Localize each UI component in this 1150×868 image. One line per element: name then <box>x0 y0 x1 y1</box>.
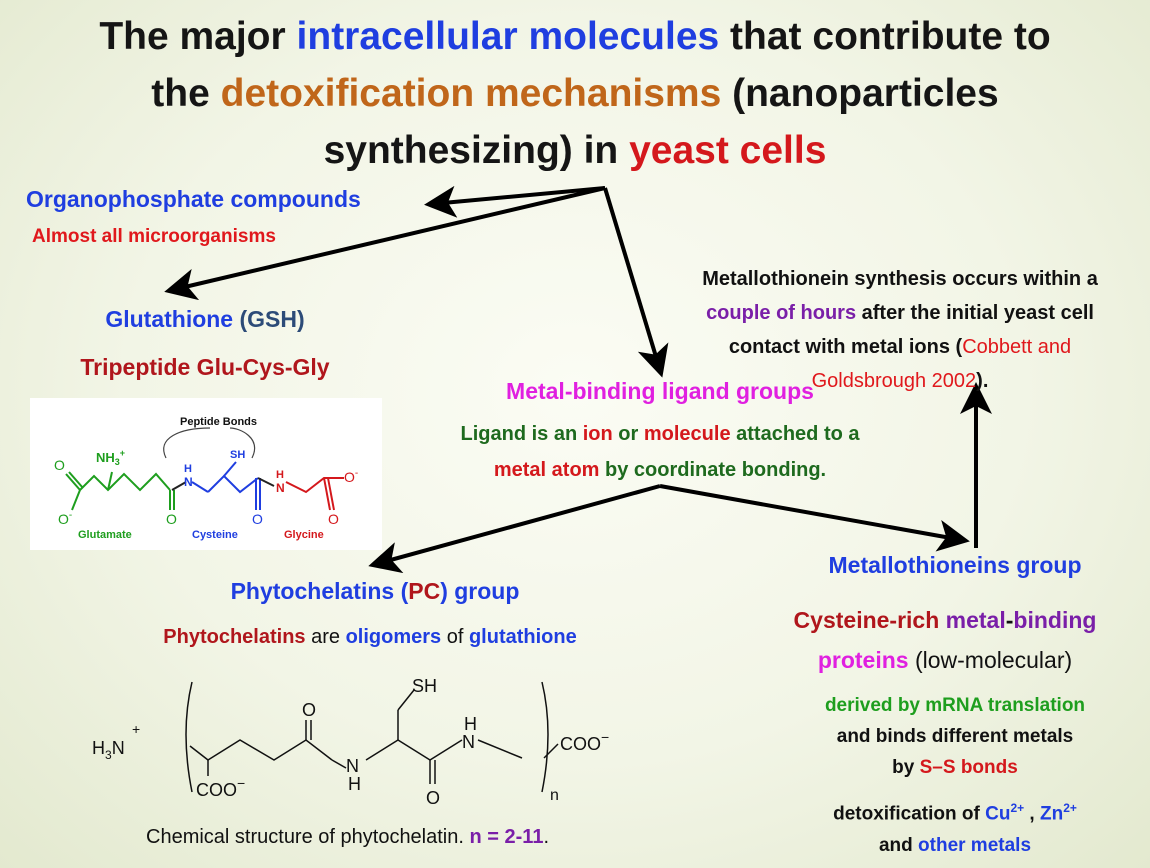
amide-h-1: H <box>348 774 361 794</box>
arrow-to-metallothioneins <box>659 484 970 552</box>
peptide-bonds-label: Peptide Bonds <box>180 416 257 428</box>
metallothioneins-details: derived by mRNA translation and binds di… <box>824 695 1086 778</box>
organophosphate-title: Organophosphate compounds <box>26 186 361 212</box>
sh-label: SH <box>412 676 437 696</box>
arrow-to-ligand <box>603 187 669 378</box>
glutamate-ominus-label: O- <box>58 510 72 527</box>
amide-n-2: N <box>462 732 475 752</box>
glutathione-sub: Tripeptide Glu-Cys-Gly <box>80 354 330 380</box>
arrow-to-phytochelatins <box>368 484 661 574</box>
organophosphate-sub: Almost all microorganisms <box>32 226 276 247</box>
ligand-description: Ligand is an ion or molecule attached to… <box>460 423 860 481</box>
phytochelatin-caption: Chemical structure of phytochelatin. n =… <box>146 826 549 848</box>
glutamate-label: Glutamate <box>78 529 132 541</box>
phytochelatins-sub: Phytochelatins are oligomers of glutathi… <box>163 626 577 648</box>
terminal-coo-label: COO− <box>560 729 609 754</box>
phytochelatins-title: Phytochelatins (PC) group <box>230 578 520 604</box>
title-line-2: the detoxification mechanisms (nanoparti… <box>151 72 999 115</box>
plus-label: + <box>132 721 140 737</box>
subscript-n: n <box>550 787 559 804</box>
page-title: The major intracellular molecules that c… <box>0 8 1150 179</box>
metallothioneins-detox: detoxification of Cu2+ , Zn2+ and other … <box>833 801 1077 857</box>
glutamate-o-label: O <box>54 457 65 473</box>
metallothioneins-description: Cysteine-rich metal-binding proteins (lo… <box>793 607 1097 673</box>
glycine-o-label: O <box>328 511 339 527</box>
metallothioneins-title: Metallothioneins group <box>828 552 1082 578</box>
arrow-to-glutathione <box>164 186 606 301</box>
carbonyl-o-bottom: O <box>426 788 440 808</box>
arrow-to-organophosphate <box>424 185 606 218</box>
glutamate-carbonyl-o: O <box>166 511 177 527</box>
phytochelatin-structure: H3N + COO− O N H SH O H N n COO− <box>92 676 609 808</box>
glycine-label: Glycine <box>284 529 324 541</box>
title-line-3: synthesizing) in yeast cells <box>323 129 827 172</box>
carbonyl-o-top: O <box>302 700 316 720</box>
h3n-label: H3N <box>92 738 125 762</box>
title-line-1: The major intracellular molecules that c… <box>99 15 1051 58</box>
sh-label: SH <box>230 449 245 461</box>
cys-n-label: N <box>184 475 193 489</box>
gly-n-label: N <box>276 481 285 495</box>
gly-h-label: H <box>276 469 284 481</box>
metallothionein-note: Metallothionein synthesis occurs within … <box>702 268 1098 392</box>
glutathione-structure-panel: Peptide Bonds NH3+ O O- O H N SH O H N O… <box>30 398 382 550</box>
cysteine-label: Cysteine <box>192 529 238 541</box>
glutathione-title: Glutathione (GSH) <box>105 306 305 332</box>
ligand-title: Metal-binding ligand groups <box>506 378 814 404</box>
amide-n-1: N <box>346 756 359 776</box>
side-coo-label: COO− <box>196 775 245 800</box>
glycine-ominus-label: O- <box>344 468 358 485</box>
cys-carbonyl-o: O <box>252 511 263 527</box>
amide-h-2: H <box>464 714 477 734</box>
nh3-label: NH3+ <box>96 448 125 467</box>
glutathione-structure: Peptide Bonds NH3+ O O- O H N SH O H N O… <box>54 416 358 541</box>
cys-h-label: H <box>184 463 192 475</box>
